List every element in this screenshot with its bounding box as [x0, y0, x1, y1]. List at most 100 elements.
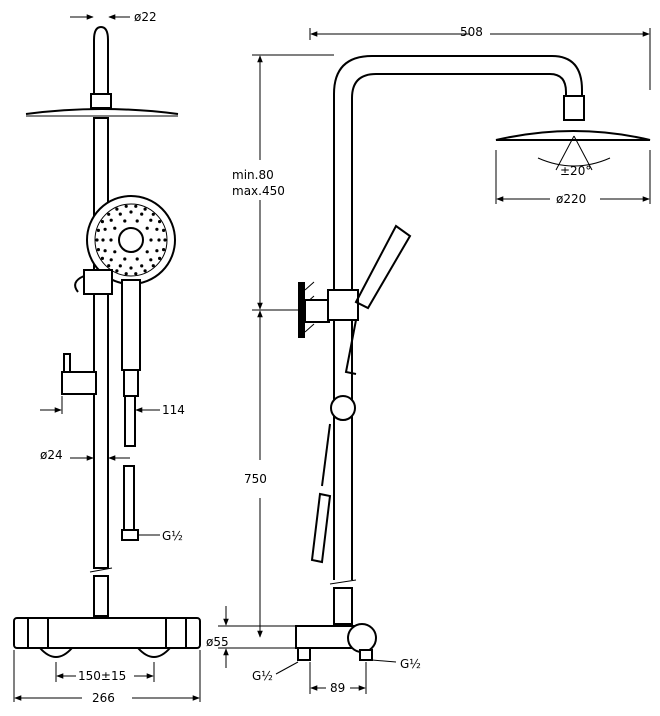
- dim-column-height: 750: [244, 472, 267, 486]
- dim-tilt-angle: ±20°: [560, 164, 591, 178]
- side-overhead-arm-inner: [351, 73, 567, 580]
- side-wall-bracket: [304, 299, 330, 323]
- side-tilt-arc: [537, 157, 611, 167]
- side-outlet-connector: [359, 649, 373, 661]
- nozzle-dot: [95, 238, 99, 242]
- nozzle-dot: [96, 248, 100, 252]
- front-hose-lower: [124, 395, 136, 447]
- front-bracket-screw: [63, 353, 71, 373]
- nozzle-dot: [149, 258, 153, 262]
- side-wall-connector: [297, 647, 311, 661]
- nozzle-dot: [135, 219, 139, 223]
- front-hand-shower-nozzles: [95, 204, 167, 276]
- nozzle-dot: [140, 212, 144, 216]
- nozzle-dot: [149, 238, 153, 242]
- front-rain-head-top: [25, 108, 179, 115]
- nozzle-dot: [101, 238, 105, 242]
- front-wall-bracket: [61, 371, 97, 395]
- nozzle-dot: [145, 250, 149, 254]
- nozzle-dot: [96, 228, 100, 232]
- side-hand-shower-head: [354, 224, 412, 310]
- front-view: [13, 25, 201, 658]
- nozzle-dot: [123, 257, 127, 261]
- dim-thread-br-leader: [371, 659, 397, 663]
- front-hose-upper: [123, 369, 139, 397]
- front-head-joint: [90, 93, 112, 109]
- front-hose-bottom: [123, 465, 135, 537]
- nozzle-dot: [103, 249, 107, 253]
- side-head-joint: [563, 95, 585, 121]
- nozzle-dot: [140, 264, 144, 268]
- front-thermostatic-mixer: [13, 617, 201, 649]
- nozzle-dot: [109, 258, 113, 262]
- front-bracket-hook: [74, 275, 85, 293]
- dim-mixer-diameter: ø55: [206, 635, 229, 649]
- nozzle-dot: [129, 210, 133, 214]
- nozzle-dot: [100, 220, 104, 224]
- nozzle-dot: [135, 257, 139, 261]
- side-overhead-arm-outer: [333, 55, 583, 580]
- dim-connection-spacing: 150±15: [78, 669, 126, 683]
- front-overhead-arm: [93, 25, 109, 94]
- nozzle-dot: [103, 227, 107, 231]
- side-mixer-knob: [347, 623, 377, 653]
- front-left-connector: [39, 647, 73, 658]
- nozzle-dot: [118, 264, 122, 268]
- front-column-lower: [93, 575, 109, 617]
- nozzle-dot: [118, 212, 122, 216]
- dim-mixer-width: 266: [92, 691, 115, 705]
- side-hose-lower: [310, 492, 332, 564]
- front-dimensions: ø22 114 ø24 G½ 150±15 266: [13, 10, 201, 705]
- side-view: [295, 55, 651, 661]
- nozzle-dot: [134, 204, 138, 208]
- dim-wall-offset: 89: [330, 681, 345, 695]
- front-mixer-right-knob: [165, 617, 187, 649]
- front-mixer-left-knob: [27, 617, 49, 649]
- side-break-line: [329, 579, 357, 585]
- side-column-lower: [333, 587, 353, 625]
- dim-arm-length: 508: [460, 25, 483, 39]
- front-break-line: [89, 567, 113, 573]
- front-right-connector: [137, 647, 171, 658]
- dim-thread-bottom-left: G½: [252, 669, 273, 683]
- front-hand-shower-ring: [94, 203, 168, 277]
- nozzle-dot: [100, 256, 104, 260]
- dim-height-max: max.450: [232, 184, 285, 198]
- nozzle-dot: [157, 238, 161, 242]
- nozzle-dot: [162, 248, 166, 252]
- nozzle-dot: [163, 238, 167, 242]
- nozzle-dot: [149, 218, 153, 222]
- side-slide-bracket: [327, 289, 359, 321]
- dim-outlet-diameter: ø22: [134, 10, 157, 24]
- nozzle-dot: [107, 212, 111, 216]
- nozzle-dot: [151, 212, 155, 216]
- side-slider-knob: [330, 395, 356, 421]
- nozzle-dot: [124, 272, 128, 276]
- side-dimensions: 508 min.80 max.450 ±20° ø220 750 ø55 G½ …: [206, 25, 651, 695]
- front-hand-shower-center: [118, 227, 144, 253]
- front-main-column: [93, 117, 109, 569]
- nozzle-dot: [109, 218, 113, 222]
- nozzle-dot: [162, 228, 166, 232]
- side-hose-upper: [321, 423, 331, 487]
- nozzle-dot: [155, 249, 159, 253]
- nozzle-dot: [124, 204, 128, 208]
- nozzle-dot: [143, 269, 147, 273]
- nozzle-dot: [107, 264, 111, 268]
- nozzle-dot: [158, 220, 162, 224]
- dim-thread-left: G½: [162, 529, 183, 543]
- front-hose-connector: [121, 529, 139, 541]
- nozzle-dot: [129, 266, 133, 270]
- nozzle-dot: [151, 264, 155, 268]
- nozzle-dot: [123, 219, 127, 223]
- nozzle-dot: [155, 227, 159, 231]
- dim-head-diameter: ø220: [556, 192, 586, 206]
- side-rain-head: [495, 130, 651, 141]
- dim-pipe-diameter: ø24: [40, 448, 63, 462]
- nozzle-dot: [134, 272, 138, 276]
- side-hand-shower-handle: [344, 319, 357, 375]
- side-tilt-leg-left: [555, 135, 575, 171]
- dim-handshower-offset: 114: [162, 403, 185, 417]
- dim-height-min: min.80: [232, 168, 274, 182]
